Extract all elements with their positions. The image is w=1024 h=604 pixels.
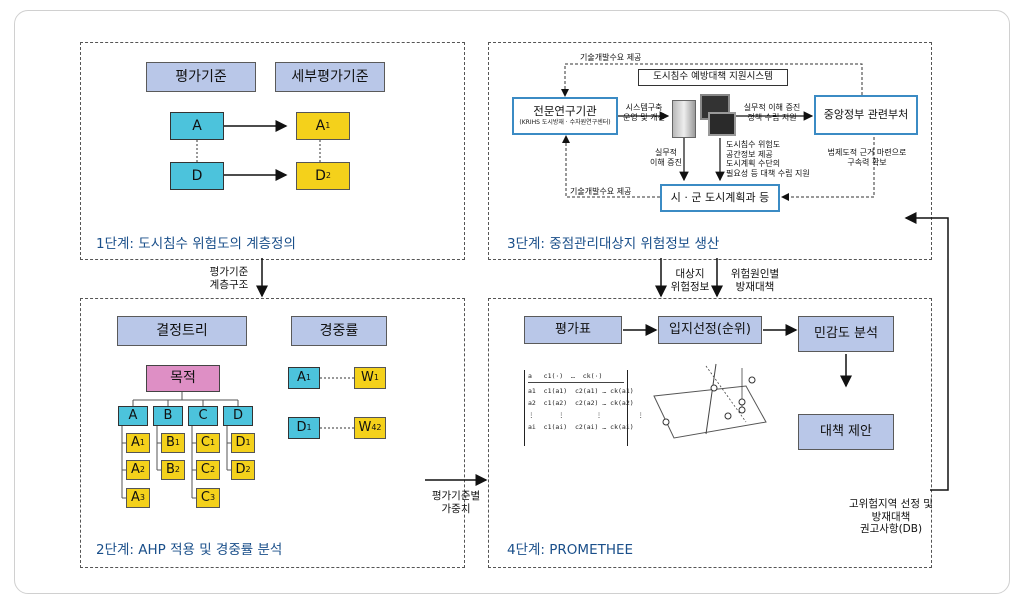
matrix-header: a c1(·) … ck(·) [528, 372, 624, 383]
tech-need-bottom-label: 기술개발수요 제공 [570, 187, 632, 196]
tree-node-a: A [118, 406, 148, 426]
practical-understanding-label: 실무적 이해 증진 [650, 148, 682, 167]
connector-s2-s4-label: 평가기준별 가중치 [431, 490, 481, 515]
system-build-label: 시스템구축 운영 및 개선 [623, 103, 665, 122]
criteria-label: 평가기준 [146, 62, 256, 92]
monitor-icon-2 [708, 112, 736, 136]
legal-basis-label: 법제도적 근거 마련으로 구속력 확보 [827, 148, 907, 167]
site-selection-box: 입지선정(순위) [658, 316, 762, 344]
matrix-row-4: ai c1(ai) c2(ai) … ck(ai) [528, 423, 634, 431]
db-recommendation-label: 고위험지역 선정 및 방재대책 권고사항(DB) [849, 498, 933, 536]
info-support-label: 도시침수 위험도 공간정보 제공 도시계획 수단의 필요성 등 대책 수립 지원 [726, 140, 810, 178]
system-label: 도시침수 예방대책 지원시스템 [638, 69, 788, 86]
evaluation-table-box: 평가표 [524, 316, 622, 344]
server-icon [672, 100, 696, 138]
weight-label: 경중률 [291, 316, 387, 346]
evaluation-matrix: a c1(·) … ck(·) a1 c1(a1) c2(a1) … ck(a1… [524, 370, 645, 446]
sensitivity-analysis-box: 민감도 분석 [798, 316, 894, 352]
matrix-row-1: a1 c1(a1) c2(a1) … ck(a1) [528, 387, 634, 395]
tree-node-d: D [223, 406, 253, 426]
tech-need-top-label: 기술개발수요 제공 [580, 53, 642, 62]
connector-target-risk-label: 대상지 위험정보 [670, 268, 710, 293]
criteria-d-box: D [170, 162, 224, 190]
measure-proposal-box: 대책 제안 [798, 414, 894, 450]
stage1-title: 1단계: 도시침수 위험도의 계층정의 [96, 236, 296, 252]
city-planning-box: 시 · 군 도시계획과 등 [660, 184, 780, 212]
sub-criteria-label: 세부평가기준 [275, 62, 385, 92]
stage2-title: 2단계: AHP 적용 및 경중률 분석 [96, 542, 283, 558]
central-government-box: 중앙정부 관련부처 [814, 95, 918, 135]
stage4-title: 4단계: PROMETHEE [507, 542, 634, 558]
research-institute-box: 전문연구기관 (KRIHS 도시방재 · 수자원연구센터) [512, 97, 618, 135]
matrix-row-2: a2 c1(a2) c2(a2) … ck(a2) [528, 399, 634, 407]
tree-node-b: B [153, 406, 183, 426]
matrix-row-3: ⋮ ⋮ ⋮ ⋮ [528, 411, 645, 419]
connector-risk-measure-label: 위험원인별 방재대책 [730, 268, 780, 293]
tree-node-c: C [188, 406, 218, 426]
practical-policy-label: 실무적 이해 증진 정책 수립 지원 [743, 103, 801, 122]
decision-tree-label: 결정트리 [117, 316, 247, 346]
criteria-a-box: A [170, 112, 224, 140]
stage3-title: 3단계: 중점관리대상지 위험정보 생산 [507, 236, 720, 252]
promethee-plane-figure [653, 363, 767, 439]
connector-s1-s2-label: 평가기준 계층구조 [209, 266, 249, 291]
goal-node: 목적 [146, 365, 220, 392]
stage1-panel [80, 42, 465, 260]
